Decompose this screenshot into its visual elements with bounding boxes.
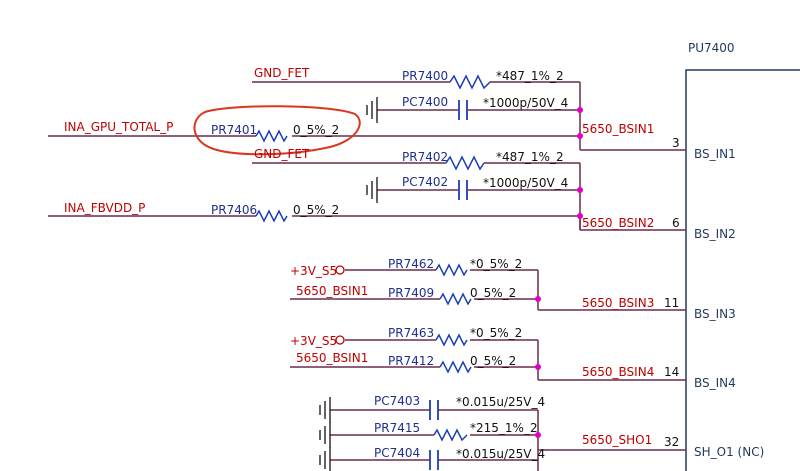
net-block-bsin4 [290, 339, 686, 381]
net-label-bsin1-ref-1: 5650_BSIN1 [296, 284, 368, 298]
net-label-bsin1-ref-2: 5650_BSIN1 [296, 351, 368, 365]
capacitor-pc7402-symbol [458, 180, 468, 200]
pin-number-32: 32 [664, 435, 679, 449]
junction-dot [577, 187, 583, 193]
pc7403-value: *0.015u/25V_4 [456, 395, 545, 409]
ground-symbol-5 [319, 447, 331, 471]
resistor-pr7463-symbol [435, 333, 468, 347]
junction-dot [535, 364, 541, 370]
pc7400-ref: PC7400 [402, 95, 448, 109]
capacitor-pc7400-symbol [458, 100, 468, 120]
net-label-gnd-fet-1: GND_FET [254, 66, 310, 80]
pr7415-value: *215_1%_2 [470, 421, 538, 435]
ground-symbol-4 [319, 422, 331, 448]
pr7462-ref: PR7462 [388, 257, 434, 271]
pin-number-14: 14 [664, 365, 679, 379]
pr7400-ref: PR7400 [402, 69, 448, 83]
net-label-ina-gpu-total: INA_GPU_TOTAL_P [64, 120, 173, 134]
net-label-gnd-fet-2: GND_FET [254, 147, 310, 161]
resistor-pr7400-symbol [449, 74, 491, 90]
power-port-1 [335, 265, 345, 275]
pr7463-ref: PR7463 [388, 326, 434, 340]
junctions [535, 107, 583, 438]
pr7462-value: *0_5%_2 [470, 257, 522, 271]
net-row-pr7401 [48, 135, 686, 151]
pin-name-bs-in1: BS_IN1 [694, 147, 736, 161]
pr7463-value: *0_5%_2 [470, 326, 522, 340]
annotation-circle [193, 105, 361, 156]
junction-dot [577, 213, 583, 219]
pin-number-6: 6 [672, 216, 680, 230]
resistor-pr7409-symbol [439, 292, 472, 306]
capacitor-pc7403-symbol [429, 400, 439, 420]
pr7402-value: *487_1%_2 [496, 150, 564, 164]
net-row-pr7400 [252, 81, 581, 150]
pr7401-value: 0_5%_2 [293, 123, 339, 137]
net-label-bsin3: 5650_BSIN3 [582, 296, 654, 310]
resistor-pr7406-symbol [255, 209, 288, 223]
net-label-bsin2: 5650_BSIN2 [582, 216, 654, 230]
net-block-bsin3 [290, 269, 686, 311]
junction-dot [577, 133, 583, 139]
pr7412-ref: PR7412 [388, 354, 434, 368]
pc7404-value: *0.015u/25V_4 [456, 447, 545, 461]
power-port-2 [335, 335, 345, 345]
pc7402-ref: PC7402 [402, 175, 448, 189]
junction-dot [535, 432, 541, 438]
pr7409-value: 0_5%_2 [470, 286, 516, 300]
pr7402-ref: PR7402 [402, 150, 448, 164]
pr7406-value: 0_5%_2 [293, 203, 339, 217]
pr7400-value: *487_1%_2 [496, 69, 564, 83]
resistor-pr7401-symbol [255, 129, 288, 143]
junction-dot [535, 296, 541, 302]
pr7406-ref: PR7406 [211, 203, 257, 217]
pin-name-bs-in2: BS_IN2 [694, 227, 736, 241]
ground-symbol-1 [366, 97, 378, 123]
pin-name-sh-o1: SH_O1 (NC) [694, 445, 764, 459]
pr7412-value: 0_5%_2 [470, 354, 516, 368]
net-label-sho1: 5650_SHO1 [582, 433, 652, 447]
ground-symbol-2 [366, 177, 378, 203]
pc7404-ref: PC7404 [374, 446, 420, 460]
pin-name-bs-in4: BS_IN4 [694, 376, 736, 390]
pin-number-11: 11 [664, 296, 679, 310]
pc7402-value: *1000p/50V_4 [483, 176, 568, 190]
pc7403-ref: PC7403 [374, 394, 420, 408]
net-block-sho1 [330, 409, 686, 471]
net-label-3v-s5-2: +3V_S5 [290, 334, 337, 348]
ground-symbol-3 [319, 397, 331, 423]
junction-dot [577, 107, 583, 113]
net-label-bsin1: 5650_BSIN1 [582, 122, 654, 136]
pr7401-ref: PR7401 [211, 123, 257, 137]
pin-number-3: 3 [672, 136, 680, 150]
net-row-pr7402 [252, 162, 581, 230]
ic-ref-label: PU7400 [688, 41, 735, 55]
resistor-pr7402-symbol [445, 155, 485, 171]
resistor-pr7415-symbol [433, 428, 468, 442]
capacitor-pc7404-symbol [429, 450, 439, 470]
pin-name-bs-in3: BS_IN3 [694, 307, 736, 321]
pr7409-ref: PR7409 [388, 286, 434, 300]
net-label-ina-fbvdd: INA_FBVDD_P [64, 201, 145, 215]
ic-pu7400: PU7400 [685, 41, 800, 471]
ic-body-outline [685, 69, 800, 471]
pc7400-value: *1000p/50V_4 [483, 96, 568, 110]
pr7415-ref: PR7415 [374, 421, 420, 435]
resistor-pr7462-symbol [435, 263, 468, 277]
resistor-pr7412-symbol [439, 360, 472, 374]
net-label-3v-s5-1: +3V_S5 [290, 264, 337, 278]
net-label-bsin4: 5650_BSIN4 [582, 365, 654, 379]
